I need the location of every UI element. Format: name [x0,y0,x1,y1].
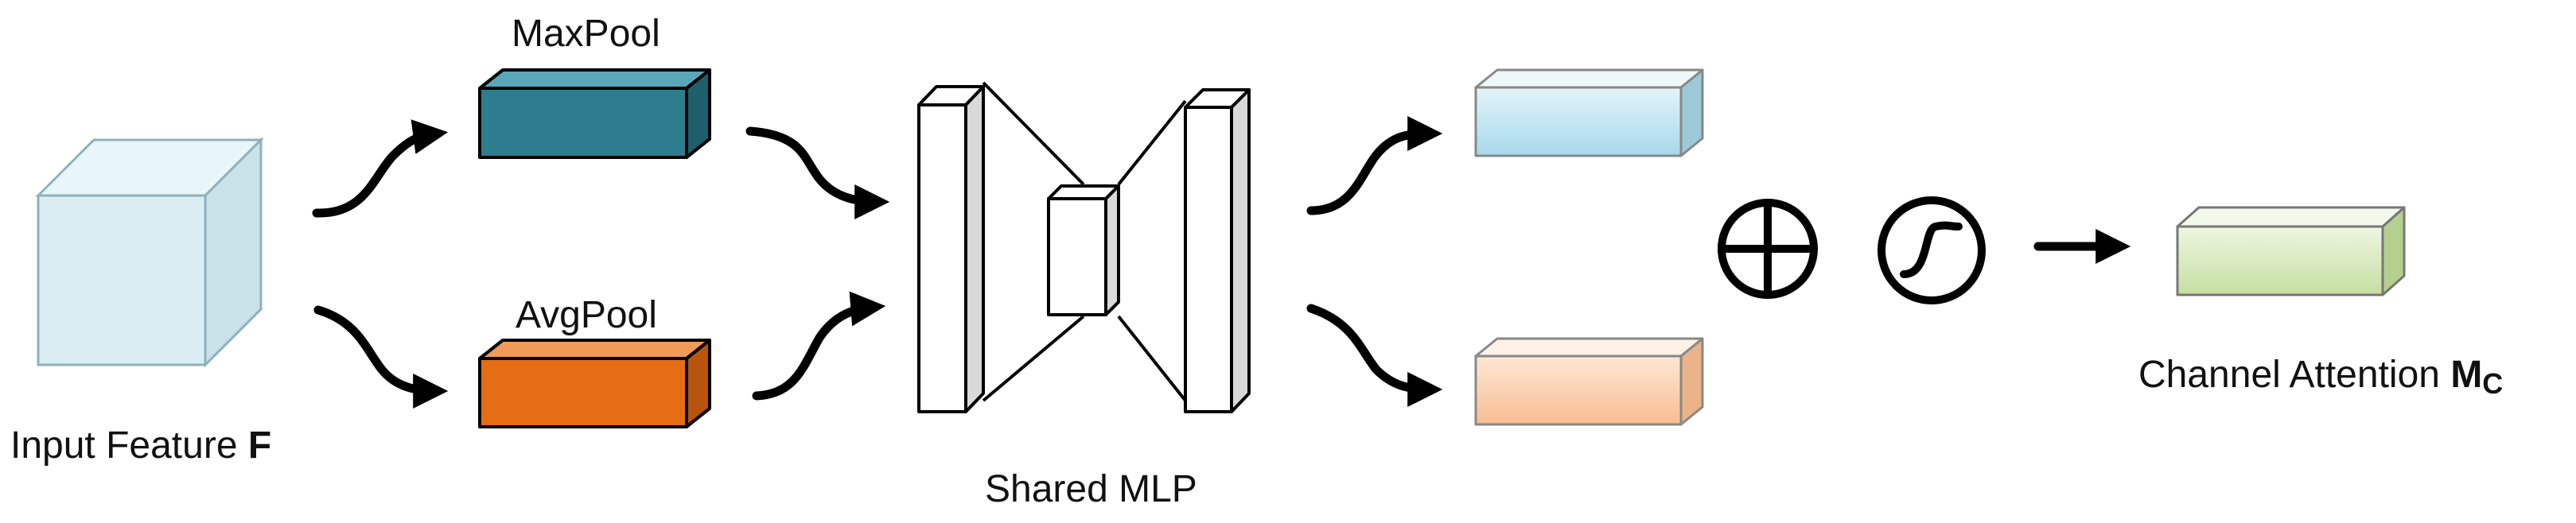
input-feature-cube [35,137,264,368]
mlp-connector [1117,315,1187,402]
input-feature-label: Input Feature F [10,427,271,465]
sigmoid-icon [1878,196,1986,304]
maxpool-label: MaxPool [512,13,660,55]
shared-mlp [917,81,1251,413]
channel-attention-text: Channel Attention [2138,354,2440,396]
arrow-input-to-avgpool [313,305,449,409]
mlp-output-layer [1184,88,1251,413]
mlp-output-avg-block [1474,337,1704,426]
channel-attention-subscript: C [2482,367,2504,400]
arrow-maxpool-to-mlp [745,126,890,219]
shared-mlp-label: Shared MLP [985,468,1197,510]
arrow-input-to-maxpool [312,119,449,218]
mlp-input-layer [917,85,985,413]
input-feature-text: Input Feature [10,424,238,467]
maxpool-block [478,68,711,159]
avgpool-block [478,339,711,428]
circle-plus-icon [1718,199,1818,299]
mlp-connector [982,81,1085,186]
input-feature-symbol: F [247,424,272,467]
mlp-hidden-layer [1047,184,1120,316]
avgpool-label: AvgPool [516,294,657,336]
arrow-mlp-to-max-output [1306,116,1443,215]
channel-attention-label: Channel Attention MC [2138,356,2503,398]
channel-attention-block [2176,206,2406,296]
mlp-output-max-block [1474,68,1704,157]
channel-attention-symbol: M [2450,354,2483,396]
mlp-connector [1117,99,1187,186]
arrow-avgpool-to-mlp [752,291,886,401]
mlp-connector [982,315,1085,402]
arrow-mlp-to-avg-output [1306,304,1443,407]
